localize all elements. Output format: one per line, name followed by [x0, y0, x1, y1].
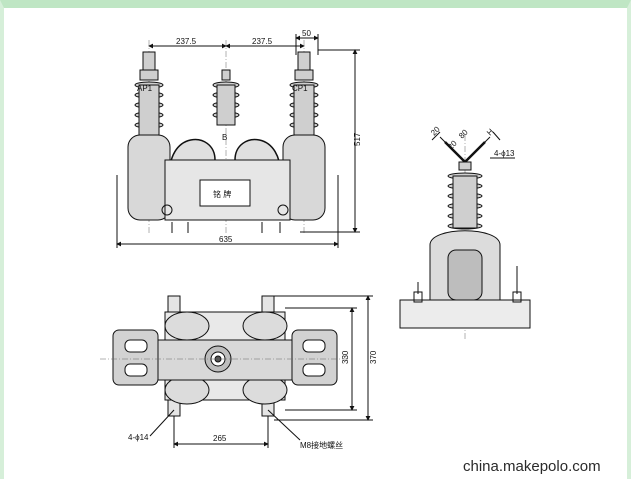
dim-right-span: 237.5	[252, 37, 273, 46]
side-dim-c: 20	[446, 138, 459, 151]
side-dim-b: 80	[457, 127, 470, 140]
bushing-left	[134, 51, 164, 136]
bushing-center	[212, 69, 240, 126]
plan-dim-265: 265	[213, 434, 227, 443]
plan-view	[100, 295, 373, 448]
side-dim-h: H	[485, 127, 496, 138]
plan-dim-370: 370	[369, 350, 378, 364]
ground-bolt-label: M8接地螺丝	[300, 440, 343, 450]
side-holes: 4-ϕ13	[494, 149, 515, 158]
label-left-bushing: AP1	[137, 84, 153, 93]
dim-height: 517	[353, 132, 362, 146]
label-right-bushing: CP1	[292, 84, 308, 93]
front-view	[116, 34, 360, 248]
nameplate-label: 铭 牌	[213, 189, 231, 199]
dim-width: 635	[219, 235, 233, 244]
side-dim-a: 20	[429, 124, 442, 137]
side-view	[399, 131, 531, 340]
label-center: B	[222, 133, 227, 142]
dim-top-right: 50	[302, 29, 311, 38]
bushing-right	[289, 51, 319, 136]
watermark: china.makepolo.com	[463, 458, 601, 475]
plan-dim-330: 330	[341, 350, 350, 364]
plan-holes: 4-ϕ14	[128, 433, 149, 442]
dim-left-span: 237.5	[176, 37, 197, 46]
